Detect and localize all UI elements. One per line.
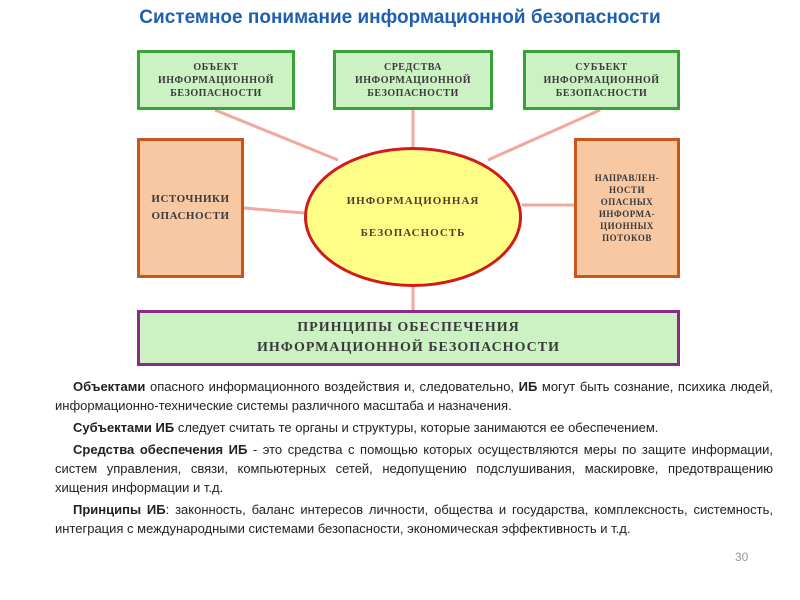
- text-subjects: следует считать те органы и структуры, к…: [174, 420, 659, 435]
- text-means: - это средства с помощью которых осущест…: [55, 442, 774, 495]
- object-box: ОБЪЕКТ ИНФОРМАЦИОННОЙ БЕЗОПАСНОСТИ: [137, 50, 295, 110]
- connector-object: [214, 108, 339, 162]
- center-ellipse: ИНФОРМАЦИОННАЯ БЕЗОПАСНОСТЬ: [304, 147, 522, 287]
- text-objects-2: могут быть сознание, психика людей, инфо…: [55, 379, 773, 413]
- text-principles: : законность, баланс интересов личности,…: [55, 502, 773, 536]
- sources-box: ИСТОЧНИКИ ОПАСНОСТИ: [137, 138, 244, 278]
- direction-box: НАПРАВЛЕН- НОСТИ ОПАСНЫХ ИНФОРМА- ЦИОННЫ…: [574, 138, 680, 278]
- page-number: 30: [735, 550, 749, 564]
- term-means: Средства обеспечения ИБ: [73, 442, 248, 457]
- text-objects: опасного информационного воздействия и, …: [145, 379, 519, 394]
- paragraph-means: Средства обеспечения ИБ - это средства с…: [55, 440, 773, 497]
- connector-subject: [487, 108, 601, 162]
- center-label-line1: ИНФОРМАЦИОННАЯ: [346, 195, 480, 207]
- term-objects: Объектами: [73, 379, 146, 394]
- principles-box: ПРИНЦИПЫ ОБЕСПЕЧЕНИЯ ИНФОРМАЦИОННОЙ БЕЗО…: [137, 310, 680, 366]
- connector-sources: [243, 206, 305, 215]
- slide-title: Системное понимание информационной безоп…: [139, 7, 661, 28]
- subject-box: СУБЪЕКТ ИНФОРМАЦИОННОЙ БЕЗОПАСНОСТИ: [523, 50, 680, 110]
- paragraph-subjects: Субъектами ИБ следует считать те органы …: [55, 418, 773, 437]
- term-subjects: Субъектами ИБ: [73, 420, 175, 435]
- description-text: Объектами опасного информационного возде…: [55, 377, 773, 541]
- term-ib: ИБ: [518, 379, 538, 394]
- paragraph-objects: Объектами опасного информационного возде…: [55, 377, 773, 415]
- term-principles: Принципы ИБ: [73, 502, 166, 517]
- paragraph-principles: Принципы ИБ: законность, баланс интересо…: [55, 500, 773, 538]
- means-box: СРЕДСТВА ИНФОРМАЦИОННОЙ БЕЗОПАСНОСТИ: [333, 50, 493, 110]
- center-label-line2: БЕЗОПАСНОСТЬ: [360, 227, 466, 239]
